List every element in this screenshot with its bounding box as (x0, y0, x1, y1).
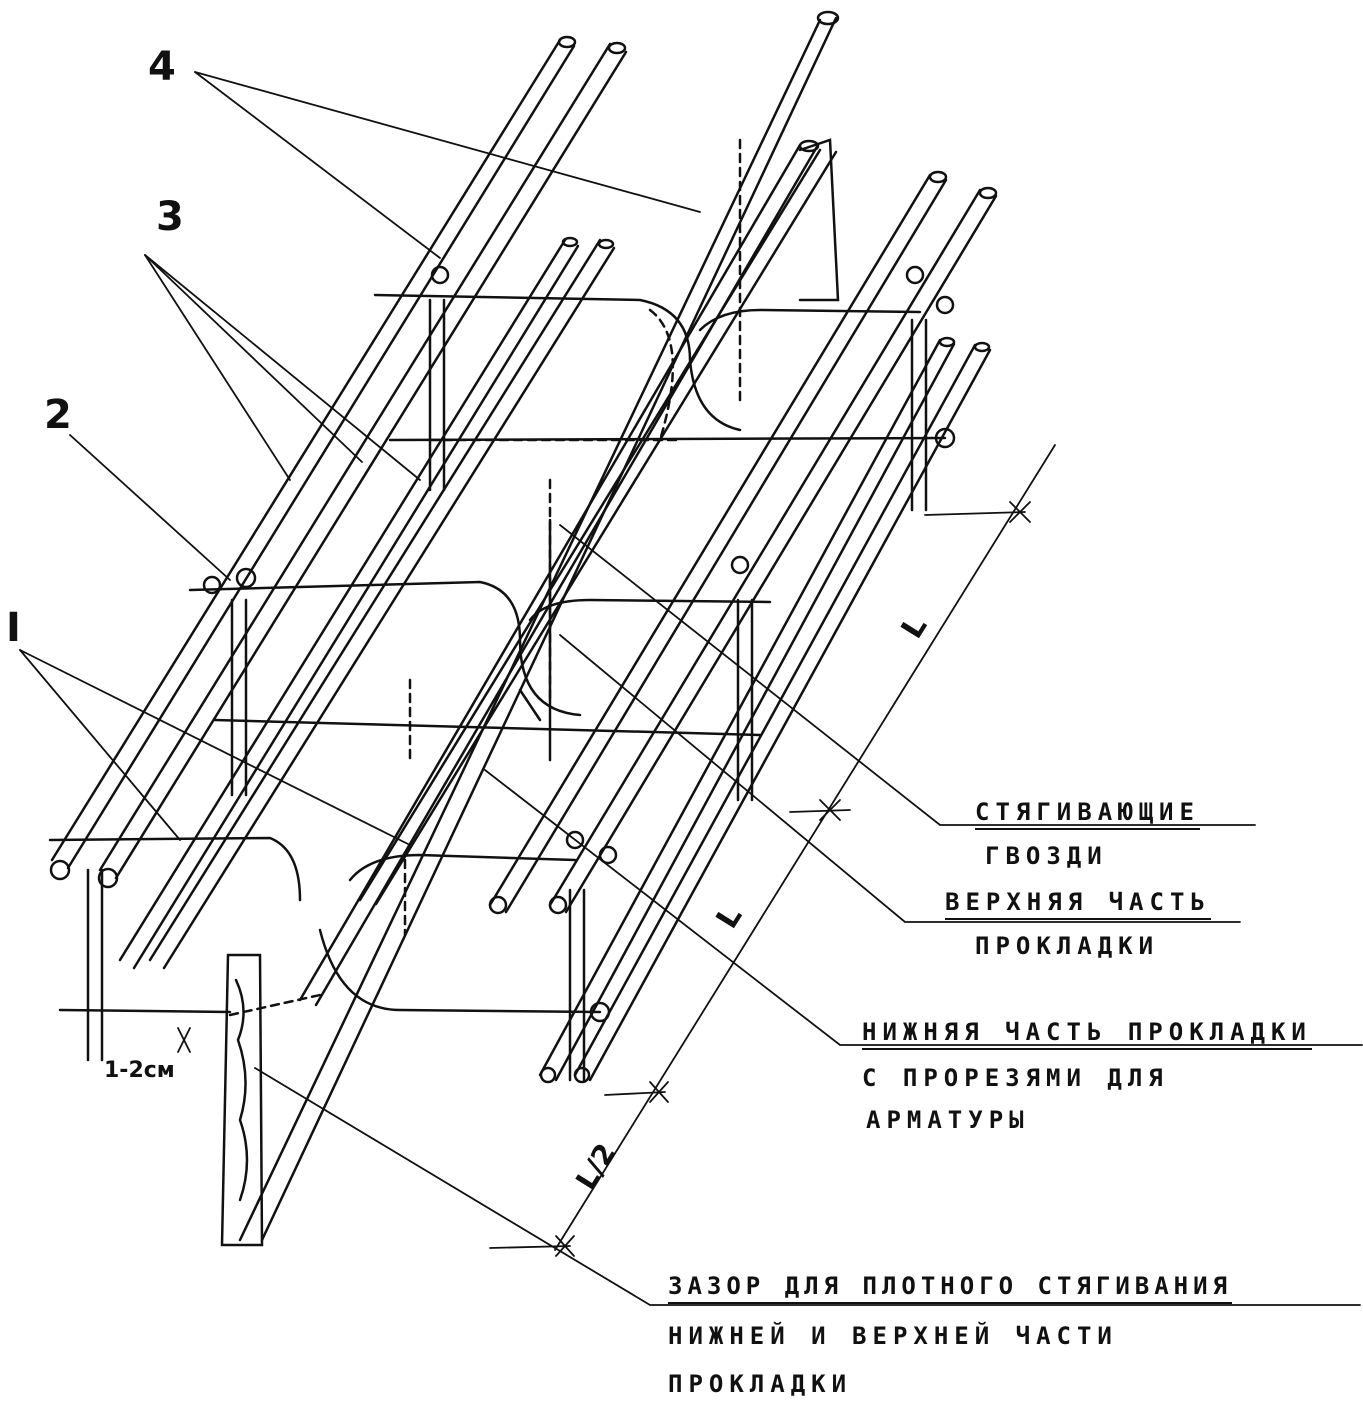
gap-dimension-label: 1-2см (104, 1058, 175, 1083)
leader-lines (19, 71, 1363, 1306)
label-upper-line1: ВЕРХНЯЯ ЧАСТЬ (945, 888, 1211, 920)
label-lower-line1: НИЖНЯЯ ЧАСТЬ ПРОКЛАДКИ (862, 1018, 1312, 1050)
spacer-block (220, 138, 840, 1247)
part-number-1: I (6, 605, 21, 651)
longitudinal-rebars-left (50, 35, 628, 970)
longitudinal-rebars-right (488, 170, 998, 1084)
part-number-2: 2 (44, 392, 72, 438)
label-lower-line2: С ПРОРЕЗЯМИ ДЛЯ (862, 1064, 1169, 1092)
label-nails-line1: СТЯГИВАЮЩИЕ (975, 798, 1200, 830)
hidden-lines (228, 138, 742, 1017)
label-lower-line3: АРМАТУРЫ (866, 1106, 1030, 1134)
longitudinal-rebars-center (238, 10, 840, 1242)
dimension-line (177, 444, 1056, 1257)
label-gap-line2: НИЖНЕЙ И ВЕРХНЕЙ ЧАСТИ (668, 1322, 1118, 1350)
part-number-4: 4 (148, 44, 176, 90)
label-upper-line2: ПРОКЛАДКИ (975, 932, 1160, 960)
transverse-bars (48, 265, 956, 1023)
part-number-3: 3 (156, 194, 184, 240)
label-gap-line1: ЗАЗОР ДЛЯ ПЛОТНОГО СТЯГИВАНИЯ (668, 1272, 1233, 1304)
stirrup-legs (86, 298, 928, 1082)
label-gap-line3: ПРОКЛАДКИ (668, 1370, 853, 1398)
label-nails-line2: ГВОЗДИ (985, 842, 1108, 870)
